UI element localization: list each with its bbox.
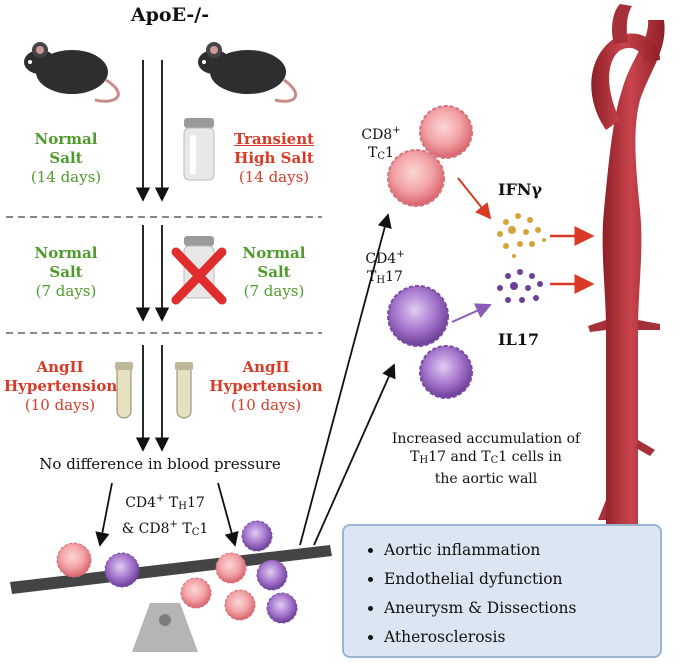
mouse-right-icon — [198, 42, 298, 103]
outcome-item: Aortic inflammation — [384, 536, 660, 565]
outcome-item: Aneurysm & Dissections — [384, 594, 660, 623]
phase1-left-label: Normal Salt (14 days) — [30, 130, 102, 186]
il17-arrow — [451, 303, 492, 323]
cells-label: CD4+ TH17 & CD8+ TC1 — [121, 493, 209, 538]
cd8-cells-icon — [387, 105, 473, 207]
seesaw-right-cells — [180, 520, 298, 624]
cd4-label: CD4+ TH17 — [365, 249, 405, 286]
ifn-arrow — [457, 177, 492, 220]
seesaw-left-cells — [56, 542, 140, 588]
bp-text: No difference in blood pressure — [39, 455, 281, 473]
ifn-dots-icon — [497, 213, 546, 258]
aorta-icon — [588, 4, 665, 656]
accumulation-text: Increased accumulation of TH17 and TC1 c… — [391, 431, 581, 487]
phase1-right-label: Transient High Salt (14 days) — [233, 130, 315, 186]
phase2-right-label: Normal Salt (7 days) — [242, 244, 306, 300]
angii-tube-right-icon — [175, 362, 193, 419]
ifn-label: IFNγ — [498, 180, 543, 199]
cd8-label: CD8+ TC1 — [361, 125, 401, 162]
phase3-right-label: AngII Hypertension (10 days) — [209, 358, 323, 414]
salt-shaker-crossed-icon — [171, 236, 227, 305]
page-title: ApoE-/- — [130, 4, 210, 26]
timeline-arrows — [95, 60, 396, 547]
salt-shaker-icon — [183, 118, 215, 181]
phase2-left-label: Normal Salt (7 days) — [34, 244, 98, 300]
outcome-item: Atherosclerosis — [384, 623, 660, 652]
outcomes-box: Aortic inflammation Endothelial dyfuncti… — [342, 524, 662, 658]
mouse-left-icon — [24, 42, 120, 103]
cd4-cells-icon — [387, 285, 473, 399]
phase3-left-label: AngII Hypertension (10 days) — [4, 358, 118, 414]
il17-dots-icon — [497, 269, 543, 303]
angii-tube-left-icon — [115, 362, 133, 419]
outcome-item: Endothelial dyfunction — [384, 565, 660, 594]
il17-label: IL17 — [498, 330, 539, 349]
seesaw-icon — [10, 545, 332, 652]
